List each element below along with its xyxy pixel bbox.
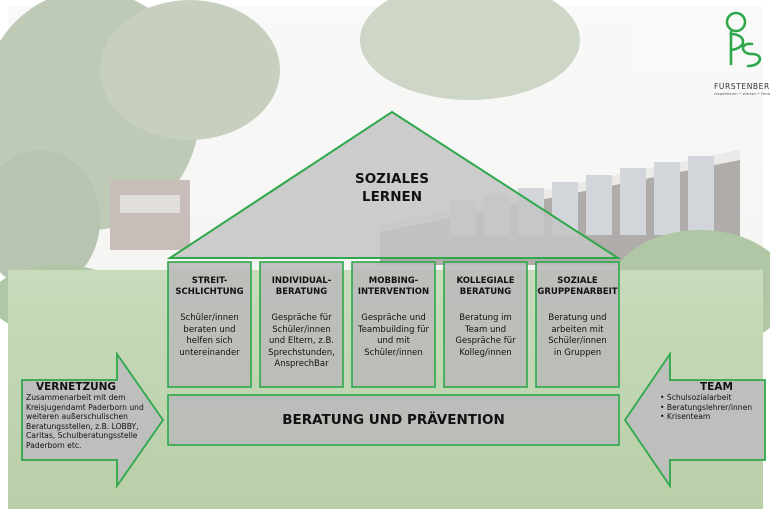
pillar-body-individualberatung: Gespräche für Schüler/innen und Eltern, …: [260, 313, 343, 371]
team-list-item: • Schulsozialarbeit: [660, 393, 732, 402]
pillar-title-line: INDIVIDUAL-: [271, 276, 332, 286]
team-list: • Schulsozialarbeit • Beratungslehrer/in…: [660, 393, 764, 422]
left-arrow-shape: [21, 351, 165, 489]
pillar-body-soziale-gruppenarbeit: Beratung und arbeiten mit Schüler/innen …: [536, 313, 619, 359]
pillar-body-line: Gespräche für: [455, 336, 516, 346]
pillar-title-streitschlichtung: STREIT- SCHLICHTUNG: [168, 276, 251, 298]
right-arrow-shape: [623, 351, 766, 489]
pillar-title-line: SCHLICHTUNG: [175, 287, 244, 297]
roof-title-line-2: LERNEN: [361, 189, 423, 205]
pillar-box-2: [259, 261, 344, 388]
vernetzung-line: weiteren außerschulischen: [26, 412, 128, 422]
pillar-body-kollegiale-beratung: Beratung im Team und Gespräche für Kolle…: [444, 313, 527, 359]
vernetzung-line: Caritas, Schulberatungsstelle: [26, 431, 138, 441]
pillar-title-soziale-gruppenarbeit: SOZIALE GRUPPENARBEIT: [536, 276, 619, 298]
pillar-title-line: BERATUNG: [275, 287, 328, 297]
pillar-title-line: BERATUNG: [459, 287, 512, 297]
pillar-body-line: Gespräche und: [361, 313, 426, 323]
pillar-box-5: [535, 261, 620, 388]
pillar-body-line: Gespräche für: [271, 313, 332, 323]
vernetzung-line: Zusammenarbeit mit dem: [26, 393, 126, 402]
vernetzung-title: VERNETZUNG: [36, 381, 117, 393]
pillar-body-line: Beratung und: [548, 313, 607, 323]
pillar-body-line: Sprechstunden,: [268, 347, 335, 358]
pillar-body-line: Schüler/innen: [364, 347, 423, 358]
pillar-box-4: [443, 261, 528, 388]
team-list-item: • Krisenteam: [660, 412, 711, 422]
pillar-body-line: Kolleg/innen: [459, 347, 512, 358]
foundation-bar: [167, 394, 620, 446]
pillar-body-line: in Gruppen: [553, 347, 602, 358]
pillar-body-streitschlichtung: Schüler/innen beraten und helfen sich un…: [168, 313, 251, 359]
pillar-body-line: Schüler/innen: [180, 313, 239, 323]
team-list-item-label: Beratungslehrer/innen: [666, 402, 753, 412]
pillar-title-kollegiale-beratung: KOLLEGIALE BERATUNG: [444, 276, 527, 298]
school-logo-icon: [725, 11, 762, 68]
pillar-body-line: AnsprechBar: [274, 359, 329, 369]
foundation-label: BERATUNG UND PRÄVENTION: [282, 412, 505, 428]
pillar-body-line: Schüler/innen: [272, 324, 331, 335]
pillar-body-line: untereinander: [179, 347, 240, 358]
pillar-title-line: INTERVENTION: [357, 287, 430, 297]
vernetzung-line: Kreisjugendamt Paderborn und: [26, 402, 144, 412]
vernetzung-line: Beratungsstellen, z.B. LOBBY,: [26, 421, 139, 431]
roof-triangle: [166, 110, 622, 259]
vernetzung-text: Zusammenarbeit mit dem Kreisjugendamt Pa…: [26, 393, 158, 451]
pillar-title-line: MOBBING-: [368, 276, 419, 286]
pillar-title-mobbingintervention: MOBBING- INTERVENTION: [352, 276, 435, 298]
pillar-title-line: SOZIALE: [557, 276, 598, 286]
pillar-body-line: und Eltern, z.B.: [269, 336, 334, 346]
pillar-body-line: Schüler/innen: [548, 336, 607, 346]
pillar-body-mobbingintervention: Gespräche und Teambuilding für und mit S…: [352, 313, 435, 359]
logo-tagline: respektieren • stärken • fördern: [714, 92, 770, 96]
roof-title-line-1: SOZIALES: [354, 171, 429, 187]
team-list-item: • Beratungslehrer/innen: [660, 402, 753, 412]
pillar-body-line: beraten und: [183, 324, 236, 335]
pillar-title-line: STREIT-: [191, 276, 228, 286]
team-title: TEAM: [700, 381, 733, 393]
logo-name: FÜRSTENBER: [714, 82, 770, 91]
vernetzung-line: Paderborn etc.: [26, 440, 82, 450]
team-list-item-label: Schulsozialarbeit: [666, 393, 732, 402]
pillars: [167, 261, 620, 388]
pillar-body-line: Team und: [464, 324, 507, 335]
pillar-body-line: und mit: [377, 336, 410, 346]
pillar-box-3: [351, 261, 436, 388]
pillar-body-line: Teambuilding für: [357, 324, 430, 335]
pillar-title-individualberatung: INDIVIDUAL- BERATUNG: [260, 276, 343, 298]
pillar-box-1: [167, 261, 252, 388]
pillar-title-line: GRUPPENARBEIT: [537, 287, 618, 297]
roof-title: SOZIALES LERNEN: [312, 170, 472, 206]
pillar-body-line: helfen sich: [186, 336, 233, 346]
team-list-item-label: Krisenteam: [666, 412, 711, 422]
pillar-body-line: Beratung im: [459, 313, 512, 323]
pillar-title-line: KOLLEGIALE: [456, 276, 515, 286]
pillar-body-line: arbeiten mit: [551, 324, 604, 335]
